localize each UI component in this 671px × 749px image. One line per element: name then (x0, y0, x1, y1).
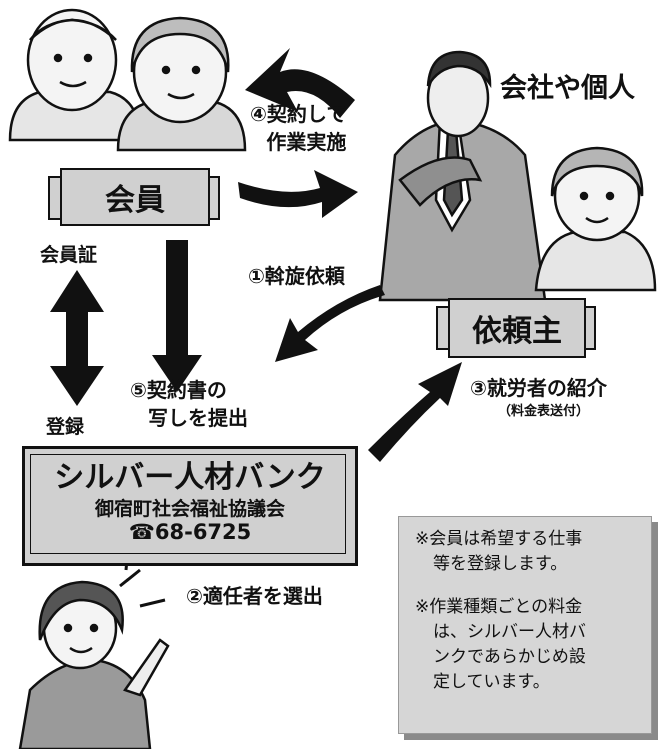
member-card-label: 会員証 (40, 244, 98, 266)
elderly-woman-illustration (116, 16, 247, 152)
arrow-center-to-requester (368, 362, 462, 462)
member-box: 会員 (60, 168, 210, 226)
center-phone: ☎68-6725 (128, 520, 252, 544)
step1-label: ①斡旋依頼 (248, 264, 345, 288)
step4-line2: 作業実施 (266, 130, 347, 154)
step4-label: ④契約して 作業実施 (250, 100, 346, 156)
step3-sub-label: （料金表送付） (498, 404, 590, 419)
elderly-man-illustration (8, 8, 142, 142)
step2-label: ②適任者を選出 (186, 584, 323, 608)
arrow-contract-work (245, 48, 355, 118)
company-label: 会社や個人 (500, 73, 635, 104)
businessman-illustration (378, 50, 547, 302)
notes-box: ※会員は希望する仕事 等を登録します。 ※作業種類ごとの料金 は、シルバー人材バ… (398, 516, 652, 734)
requester-woman-illustration (534, 146, 657, 292)
note-member-registration: ※会員は希望する仕事 等を登録します。 (415, 529, 583, 574)
staff-woman-illustration (18, 547, 170, 749)
step4-line1: ④契約して (250, 102, 347, 126)
center-box-inner-frame (30, 454, 346, 554)
requester-box: 依頼主 (448, 298, 586, 358)
center-box (22, 446, 358, 566)
arrow-requester-to-center (275, 285, 385, 362)
arrow-member-to-requester (238, 170, 358, 218)
step5-line1: ⑤契約書の (130, 378, 227, 402)
arrow-member-down (152, 240, 202, 392)
arrow-member-card-register (50, 270, 104, 406)
step5-label: ⑤契約書の 写しを提出 (130, 376, 248, 432)
register-label: 登録 (46, 416, 85, 438)
center-title: シルバー人材バンク (54, 460, 326, 495)
step5-line2: 写しを提出 (148, 406, 248, 430)
note-fee-settings: ※作業種類ごとの料金 は、シルバー人材バ ンクであらかじめ設 定しています。 (415, 597, 586, 692)
center-org: 御宿町社会福祉協議会 (94, 498, 285, 520)
step3-label: ③就労者の紹介 (470, 376, 607, 400)
